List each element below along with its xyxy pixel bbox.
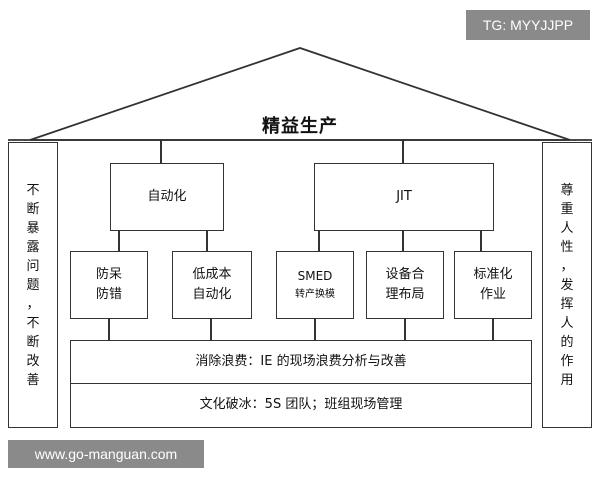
right-pillar-char: 挥 — [560, 296, 574, 312]
connector — [210, 319, 212, 340]
connector — [108, 319, 110, 340]
low-cost-line-2: 自动化 — [192, 287, 232, 302]
equipment-layout-box: 设备合 理布局 — [366, 251, 444, 319]
right-pillar: 尊重人性，发挥人的作用 — [542, 142, 592, 428]
right-pillar-text: 尊重人性，发挥人的作用 — [560, 181, 573, 390]
connector — [480, 231, 482, 251]
standard-work-line-2: 作业 — [479, 287, 506, 302]
left-pillar: 不断暴露问题，不断改善 — [8, 142, 58, 428]
right-pillar-char: 人 — [560, 315, 574, 331]
left-pillar-char: 不 — [26, 182, 40, 198]
mistake-proof-line-1: 防呆 — [95, 267, 122, 282]
connector — [402, 231, 404, 251]
connector — [118, 231, 120, 251]
waste-elimination-label: 消除浪费：IE 的现场浪费分析与改善 — [195, 353, 407, 369]
jit-label: JIT — [396, 188, 412, 204]
left-pillar-char: ， — [26, 296, 40, 312]
right-pillar-char: 发 — [560, 277, 574, 293]
connector — [206, 231, 208, 251]
low-cost-automation-box: 低成本 自动化 — [172, 251, 252, 319]
left-pillar-char: 改 — [26, 353, 40, 369]
right-pillar-char: 性 — [560, 239, 574, 255]
left-pillar-char: 露 — [26, 239, 40, 255]
culture-bar: 文化破冰：5S 团队；班组现场管理 — [70, 384, 532, 428]
left-pillar-char: 断 — [26, 334, 40, 350]
smed-line-1: SMED — [297, 269, 333, 283]
waste-elimination-bar: 消除浪费：IE 的现场浪费分析与改善 — [70, 340, 532, 384]
right-pillar-char: 重 — [560, 201, 574, 217]
roof-title: 精益生产 — [262, 116, 338, 137]
right-pillar-char: 人 — [560, 220, 574, 236]
left-pillar-char: 善 — [26, 372, 40, 388]
connector — [318, 231, 320, 251]
left-pillar-text: 不断暴露问题，不断改善 — [26, 181, 39, 390]
standard-work-box: 标准化 作业 — [454, 251, 532, 319]
roof — [8, 47, 592, 141]
left-pillar-char: 不 — [26, 315, 40, 331]
mistake-proof-box: 防呆 防错 — [70, 251, 148, 319]
left-pillar-char: 题 — [26, 277, 40, 293]
watermark-top: TG: MYYJJPP — [466, 10, 590, 40]
layout-line-1: 设备合 — [385, 267, 425, 282]
culture-label: 文化破冰：5S 团队；班组现场管理 — [199, 397, 403, 413]
right-pillar-char: 尊 — [560, 182, 574, 198]
connector — [404, 319, 406, 340]
right-pillar-char: 的 — [560, 334, 574, 350]
connector — [160, 140, 162, 163]
left-pillar-char: 问 — [26, 258, 40, 274]
jit-box: JIT — [314, 163, 494, 231]
mistake-proof-line-2: 防错 — [95, 287, 122, 302]
right-pillar-char: 作 — [560, 353, 574, 369]
right-pillar-char: ， — [560, 258, 574, 274]
layout-line-2: 理布局 — [385, 287, 425, 302]
smed-box: SMED 转产换模 — [276, 251, 354, 319]
watermark-bottom: www.go-manguan.com — [8, 440, 204, 468]
automation-box: 自动化 — [110, 163, 224, 231]
automation-label: 自动化 — [147, 188, 187, 204]
standard-work-line-1: 标准化 — [473, 267, 513, 282]
right-pillar-char: 用 — [560, 372, 574, 388]
connector — [402, 140, 404, 163]
connector — [314, 319, 316, 340]
left-pillar-char: 暴 — [26, 220, 40, 236]
smed-line-2: 转产换模 — [295, 289, 335, 300]
left-pillar-char: 断 — [26, 201, 40, 217]
connector — [492, 319, 494, 340]
low-cost-line-1: 低成本 — [192, 267, 232, 282]
